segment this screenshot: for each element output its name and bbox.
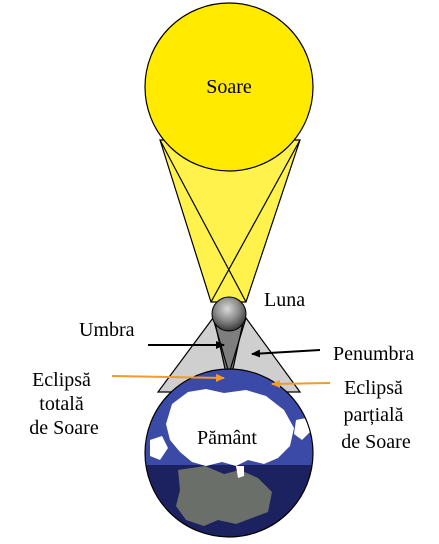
penumbra-label: Penumbra: [333, 343, 414, 365]
total-eclipse-label: Eclipsă totală de Soare: [29, 369, 99, 439]
partial-eclipse-label: Eclipsă parțială de Soare: [341, 377, 411, 453]
sun-label: Soare: [206, 76, 252, 98]
partial-eclipse-pointer-arrow: [272, 383, 330, 384]
moon: [212, 297, 246, 331]
umbra-label: Umbra: [79, 319, 135, 341]
earth-label: Pământ: [197, 427, 257, 449]
moon-label: Luna: [264, 289, 305, 311]
